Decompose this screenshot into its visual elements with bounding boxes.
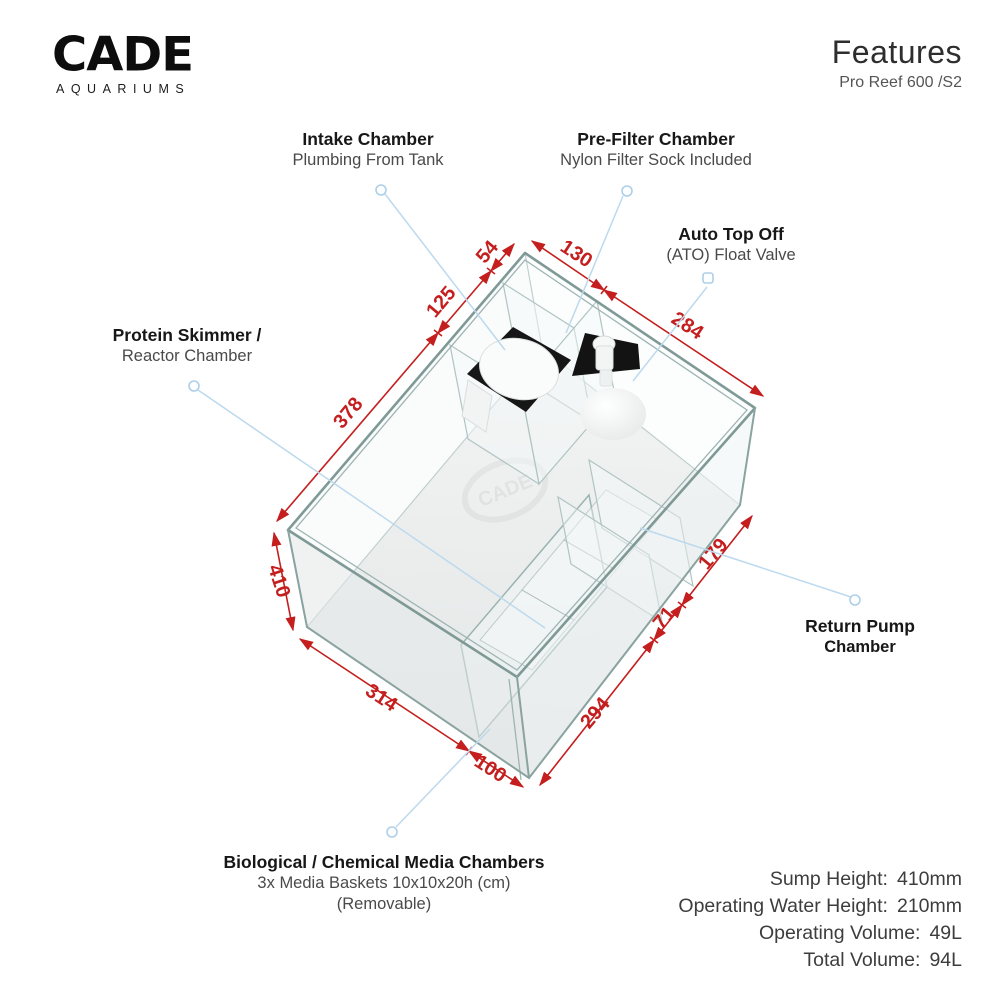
front-vertical-edge (516, 676, 530, 779)
ato-float-ball (580, 388, 646, 440)
dim-410: 410 (263, 562, 294, 601)
ato-valve-body (595, 345, 614, 371)
callout-skimmer-subtitle: Reactor Chamber (121, 347, 253, 365)
callout-media-subtitle: 3x Media Baskets 10x10x20h (cm) (257, 874, 511, 892)
leader-lines (188, 184, 861, 838)
leader-marker-prefilter (621, 185, 633, 197)
product-subtitle: Pro Reef 600 /S2 (839, 74, 962, 91)
spec-label: Operating Water Height: (678, 895, 888, 917)
spec-value: 49L (929, 922, 962, 944)
callout-return-pump-subtitle: Chamber (824, 638, 896, 656)
callout-skimmer-title: Protein Skimmer / (112, 325, 262, 345)
back-vertical-edge (524, 252, 543, 349)
spec-value: 410mm (896, 868, 962, 890)
leader-marker-media (386, 826, 398, 838)
brand-tagline: AQUARIUMS (56, 82, 191, 96)
callout-ato-title: Auto Top Off (678, 224, 784, 244)
leader-prefilter (565, 195, 624, 334)
spec-label: Sump Height: (769, 868, 888, 890)
page-title: Features (831, 34, 962, 70)
spec-row-operating-water-height: Operating Water Height: 210mm (678, 893, 962, 920)
ato-valve-stem (599, 369, 613, 387)
callout-ato: Auto Top Off (ATO) Float Valve (666, 224, 795, 266)
callout-ato-subtitle: (ATO) Float Valve (666, 246, 796, 264)
spec-row-total-volume: Total Volume: 94L (678, 947, 962, 974)
leader-marker-return-pump (849, 594, 861, 606)
dim-284: 284 (667, 308, 708, 345)
callout-intake-title: Intake Chamber (302, 129, 434, 149)
callout-return-pump: Return Pump Chamber (805, 616, 915, 658)
dim-130: 130 (556, 236, 596, 273)
callout-skimmer: Protein Skimmer / Reactor Chamber (113, 325, 262, 367)
spec-label: Total Volume: (803, 949, 921, 971)
sock-plate-bracket (461, 379, 493, 433)
leader-media (395, 728, 491, 828)
leader-marker-ato (702, 272, 714, 284)
leader-marker-intake (375, 184, 387, 196)
callout-prefilter-title: Pre-Filter Chamber (577, 129, 735, 149)
right-vertical-edge (739, 407, 756, 506)
callout-media: Biological / Chemical Media Chambers 3x … (224, 852, 545, 915)
callout-intake-subtitle: Plumbing From Tank (292, 151, 444, 169)
spec-label: Operating Volume: (758, 922, 921, 944)
leader-intake (384, 193, 506, 351)
leader-skimmer (197, 389, 546, 629)
spec-row-operating-volume: Operating Volume: 49L (678, 920, 962, 947)
callout-intake: Intake Chamber Plumbing From Tank (292, 129, 443, 171)
callout-media-note: (Removable) (336, 895, 432, 913)
callout-media-title: Biological / Chemical Media Chambers (223, 852, 545, 872)
spec-value: 210mm (896, 895, 962, 917)
filter-sock-hole (479, 337, 559, 401)
callout-prefilter: Pre-Filter Chamber Nylon Filter Sock Inc… (560, 129, 752, 171)
leader-marker-skimmer (188, 380, 200, 392)
brand-logo: CADE AQUARIUMS (52, 27, 194, 96)
dim-378: 378 (329, 393, 367, 433)
callout-return-pump-title: Return Pump (805, 616, 915, 636)
spec-list: Sump Height: 410mm Operating Water Heigh… (678, 866, 962, 974)
dim-125: 125 (422, 282, 460, 322)
leader-ato (632, 286, 708, 382)
spec-row-sump-height: Sump Height: 410mm (678, 866, 962, 893)
cade-logo-text: CADE (52, 27, 194, 83)
callout-prefilter-subtitle: Nylon Filter Sock Included (560, 151, 752, 169)
leader-return-pump (639, 527, 852, 598)
media-basket (563, 489, 659, 571)
masthead: Features Pro Reef 600 /S2 (832, 34, 962, 92)
spec-value: 94L (929, 949, 962, 971)
